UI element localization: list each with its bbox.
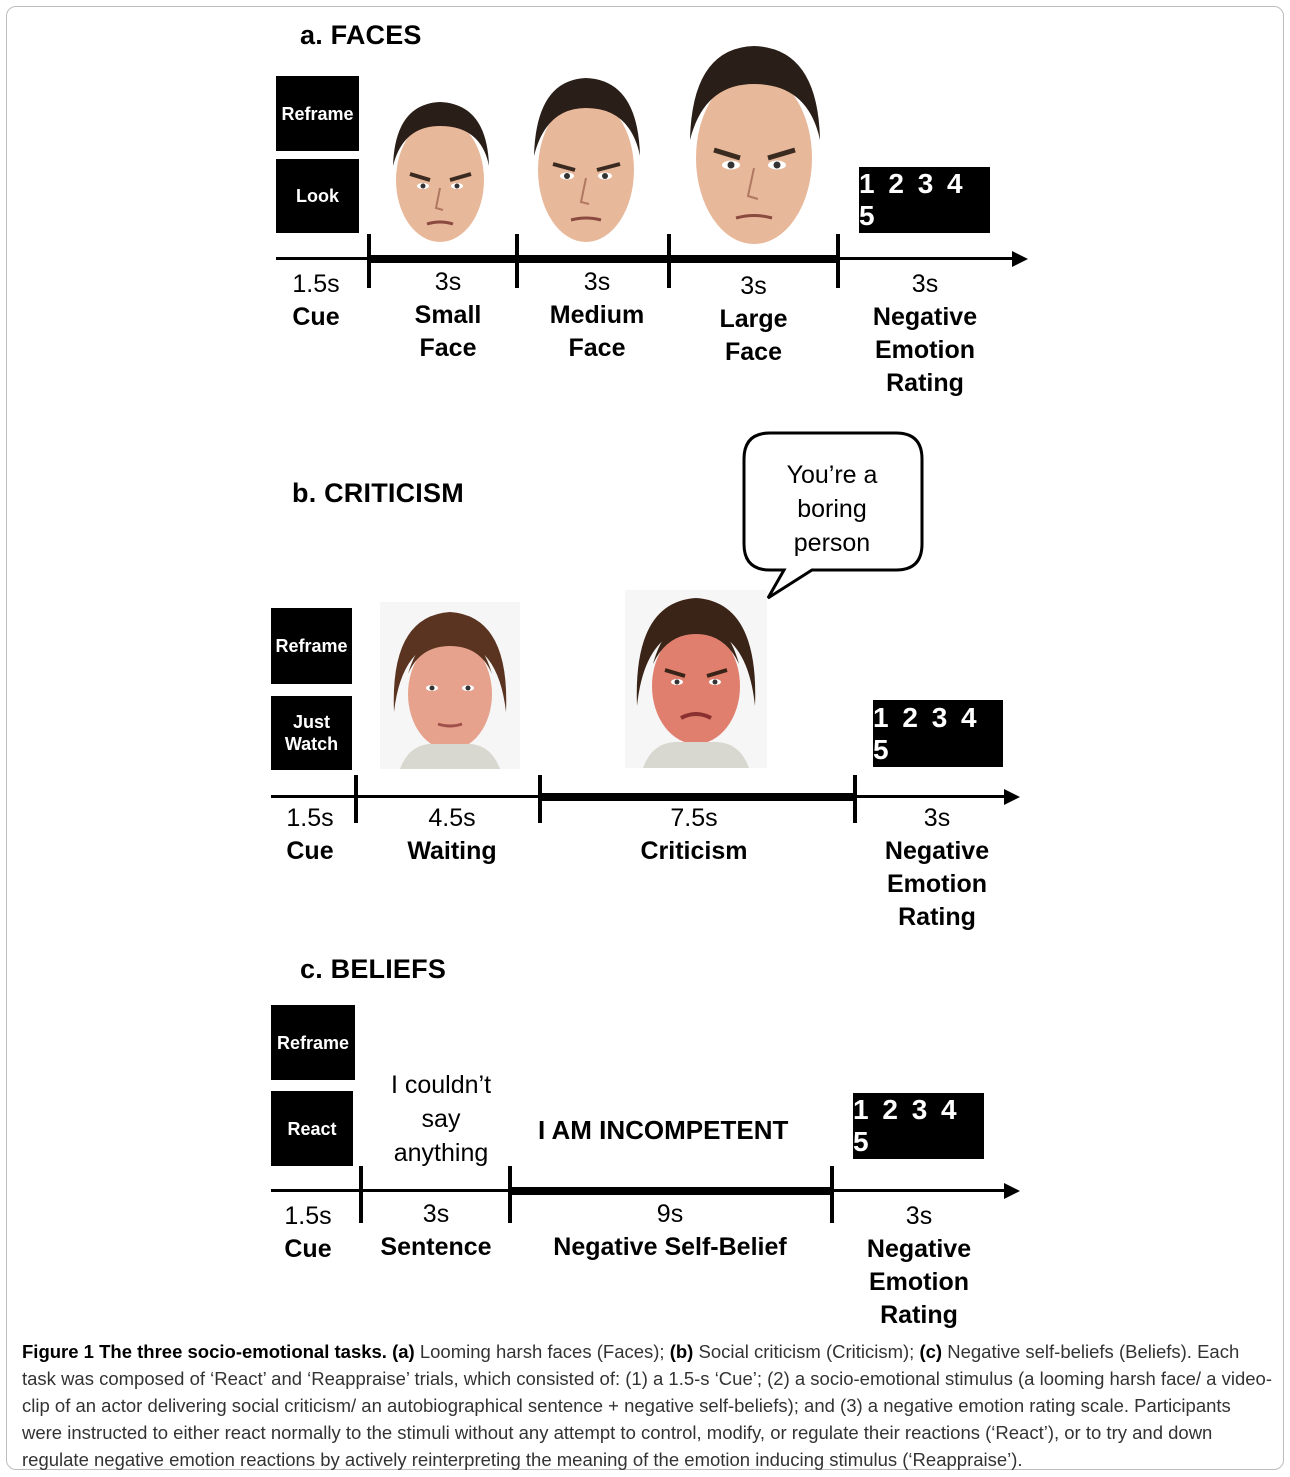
segment-duration: 3s: [434, 268, 462, 296]
panel-b-title: b. CRITICISM: [292, 478, 464, 508]
timeline-tick: [836, 234, 840, 288]
segment-label-small-face: 3s Small Face: [388, 266, 508, 365]
segment-duration: 3s: [905, 1202, 933, 1230]
segment-label-waiting: 4.5s Waiting: [388, 802, 516, 868]
timeline-tick: [354, 775, 358, 823]
segment-name: Small Face: [414, 301, 482, 362]
segment-label-criticism: 7.5s Criticism: [620, 802, 768, 868]
large-face-image: [690, 46, 820, 244]
segment-label-cue: 1.5s Cue: [266, 268, 366, 334]
segment-name: Negative Emotion Rating: [884, 837, 990, 931]
caption-label: Figure 1 The three socio-emotional tasks…: [22, 1341, 387, 1362]
timeline-tick: [830, 1166, 834, 1223]
medium-face-image: [534, 78, 640, 242]
caption-text-c: Negative self-beliefs (Beliefs). Each ta…: [22, 1341, 1272, 1470]
caption-tag-c: (c): [919, 1341, 943, 1362]
caption-tag-b: (b): [669, 1341, 694, 1362]
timeline-tick: [667, 234, 671, 288]
segment-duration: 3s: [422, 1200, 450, 1228]
waiting-face-image: [380, 602, 520, 769]
small-face-image: [393, 102, 489, 242]
segment-duration: 1.5s: [284, 1202, 332, 1230]
rating-scale-box: 1 2 3 4 5: [859, 167, 990, 233]
caption-tag-a: (a): [392, 1341, 415, 1362]
stimulus-period-bar: [370, 255, 838, 263]
segment-name: Negative Emotion Rating: [866, 1235, 972, 1329]
timeline-tick: [508, 1166, 512, 1223]
timeline-tick: [359, 1166, 363, 1223]
panel-c-title: c. BELIEFS: [300, 954, 447, 984]
caption-text-b: Social criticism (Criticism);: [693, 1341, 920, 1362]
segment-name: Medium Face: [549, 301, 645, 362]
segment-duration: 1.5s: [292, 270, 340, 298]
timeline-tick: [515, 234, 519, 288]
segment-name: Negative Emotion Rating: [872, 303, 978, 397]
segment-name: Cue: [292, 303, 340, 331]
segment-name: Cue: [286, 837, 334, 865]
arrow-head-icon: [1012, 251, 1028, 267]
segment-name: Waiting: [407, 837, 497, 865]
segment-duration: 3s: [923, 804, 951, 832]
speech-bubble-text: You’re a boring person: [786, 461, 878, 557]
segment-label-rating: 3s Negative Emotion Rating: [860, 268, 990, 400]
stimulus-period-bar: [540, 793, 856, 801]
segment-duration: 7.5s: [670, 804, 718, 832]
cue-reframe-box: Reframe: [271, 1005, 355, 1080]
arrow-head-icon: [1004, 1183, 1020, 1199]
segment-label-cue: 1.5s Cue: [260, 802, 360, 868]
cue-just-watch-box: Just Watch: [271, 696, 352, 770]
segment-name: Criticism: [640, 837, 748, 865]
segment-duration: 3s: [911, 270, 939, 298]
criticism-face-image: [625, 590, 767, 768]
cue-look-box: Look: [276, 159, 359, 233]
segment-duration: 1.5s: [286, 804, 334, 832]
figure-caption: Figure 1 The three socio-emotional tasks…: [22, 1338, 1272, 1473]
segment-name: Negative Self-Belief: [553, 1233, 787, 1261]
segment-label-rating: 3s Negative Emotion Rating: [872, 802, 1002, 934]
rating-scale-box: 1 2 3 4 5: [873, 700, 1003, 767]
self-belief-stimulus-text: I AM INCOMPETENT: [538, 1115, 789, 1145]
sentence-stimulus-text: I couldn’t say anything: [390, 1071, 492, 1167]
timeline-tick: [367, 234, 371, 288]
segment-label-medium-face: 3s Medium Face: [532, 266, 662, 365]
segment-name: Cue: [284, 1235, 332, 1263]
segment-label-sentence: 3s Sentence: [368, 1198, 504, 1264]
segment-label-rating: 3s Negative Emotion Rating: [852, 1200, 986, 1332]
segment-label-cue: 1.5s Cue: [258, 1200, 358, 1266]
speech-bubble-icon: [742, 431, 924, 600]
segment-name: Sentence: [380, 1233, 492, 1261]
rating-scale-box: 1 2 3 4 5: [853, 1093, 984, 1159]
arrow-head-icon: [1004, 789, 1020, 805]
timeline-tick: [853, 775, 857, 823]
segment-label-self-belief: 9s Negative Self-Belief: [530, 1198, 810, 1264]
cue-reframe-box: Reframe: [271, 608, 352, 684]
figure-frame: [6, 6, 1284, 1470]
stimulus-period-bar: [510, 1187, 832, 1195]
caption-text-a: Looming harsh faces (Faces);: [414, 1341, 670, 1362]
cue-reframe-box: Reframe: [276, 76, 359, 151]
panel-a-title: a. FACES: [300, 20, 422, 50]
timeline-tick: [538, 775, 542, 823]
cue-react-box: React: [271, 1091, 353, 1166]
segment-duration: 4.5s: [428, 804, 476, 832]
segment-duration: 3s: [740, 272, 767, 300]
segment-label-large-face: 3s Large Face: [696, 270, 811, 369]
segment-duration: 9s: [656, 1200, 684, 1228]
segment-name: Large Face: [719, 305, 788, 366]
segment-duration: 3s: [583, 268, 611, 296]
